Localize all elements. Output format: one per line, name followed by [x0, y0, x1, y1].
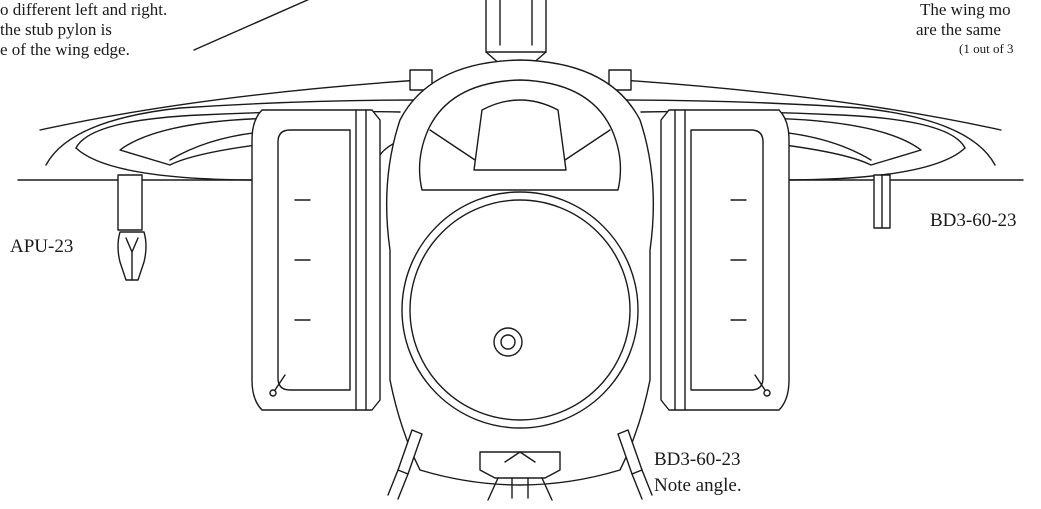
note-left-line3: e of the wing edge.: [0, 40, 130, 59]
label-note-angle: Note angle.: [654, 475, 742, 496]
left-pylon-apu: [117, 174, 147, 281]
note-leader-line: [193, 0, 310, 51]
note-right-line3: (1 out of 3: [959, 41, 1014, 56]
right-pylon-bd3: [873, 174, 891, 229]
note-left-line1: o different left and right.: [0, 0, 168, 19]
note-right-line2: are the same: [916, 20, 1001, 39]
note-right-line1: The wing mo: [920, 0, 1011, 19]
rotor-mast: [409, 0, 632, 91]
note-left-line2: the stub pylon is: [0, 20, 112, 39]
lower-center-mount: [479, 451, 561, 501]
label-bd3-right: BD3-60-23: [930, 210, 1017, 231]
lower-left-pylon: [387, 429, 423, 500]
right-engine-housing: [660, 109, 790, 411]
lower-right-pylon: [617, 429, 653, 500]
label-bd3-bottom: BD3-60-23: [654, 449, 741, 470]
nose-radome: [401, 191, 639, 429]
landing-gear-struts: [269, 374, 771, 397]
label-apu-left: APU-23: [10, 236, 74, 257]
left-engine-housing: [251, 109, 381, 411]
